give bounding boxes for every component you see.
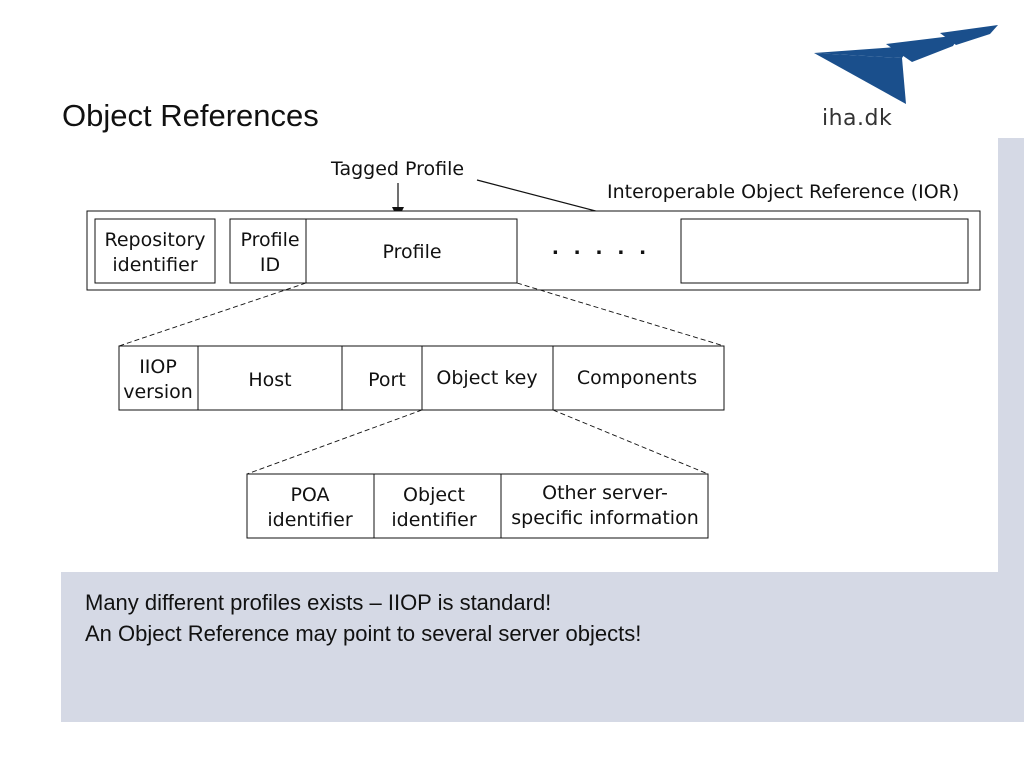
logo-text: iha.dk [822,106,893,131]
iha-logo-icon [814,25,998,104]
other-info-label-2: specific information [511,507,699,529]
ior-target-cell [680,218,969,284]
profile-id-cell [229,218,307,284]
expand-line-right-2 [552,409,709,475]
host-label: Host [248,369,291,391]
other-info-label-1: Other server- [542,482,668,504]
object-identifier-label-2: identifier [391,509,476,531]
iiop-version-label-1: IIOP [139,356,177,378]
tagged-profile-label: Tagged Profile [330,158,464,180]
repository-identifier-cell [94,218,216,284]
ior-label: Interoperable Object Reference (IOR) [607,181,959,203]
side-panel [998,138,1024,572]
object-identifier-label-1: Object [403,484,465,506]
ellipsis: . . . . . [552,237,651,259]
poa-identifier-label-1: POA [290,484,329,506]
iiop-version-label-2: version [123,381,193,403]
profile-label: Profile [382,241,441,263]
object-key-label: Object key [436,367,537,389]
repository-identifier-label-1: Repository [104,229,205,251]
profile-id-label-2: ID [260,254,280,276]
slide-title: Object References [62,98,319,133]
note-line-1: Many different profiles exists – IIOP is… [85,590,552,615]
expand-line-left-2 [246,409,423,475]
profile-cell [305,218,518,284]
profile-id-label-1: Profile [240,229,299,251]
note-line-2: An Object Reference may point to several… [85,621,642,646]
object-key-row-box [246,473,709,539]
poa-identifier-label-2: identifier [267,509,352,531]
repository-identifier-label-2: identifier [112,254,197,276]
expand-line-right-1 [516,282,725,347]
components-label: Components [577,367,697,389]
expand-line-left-1 [118,282,307,347]
notes-panel [61,572,1024,722]
port-label: Port [368,369,406,391]
